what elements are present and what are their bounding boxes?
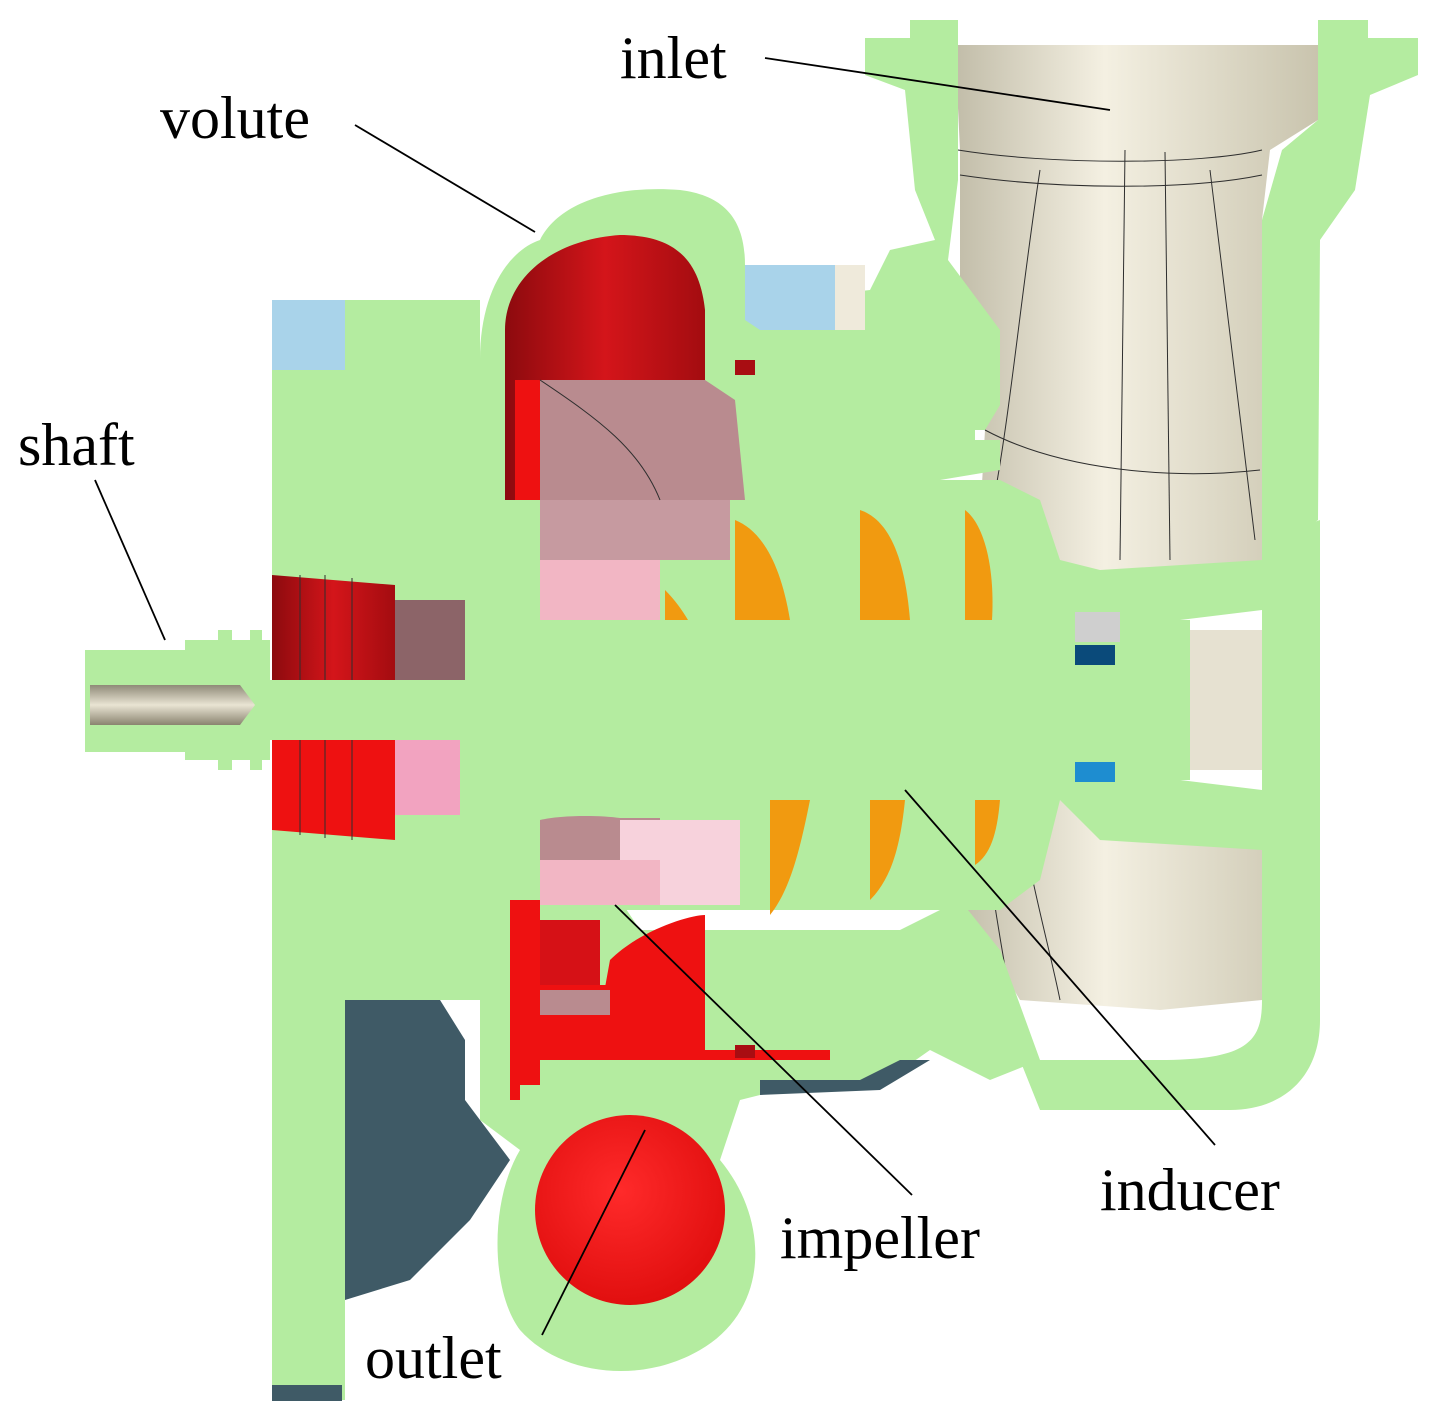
flange-blocks [272,265,865,370]
label-shaft: shaft [18,412,135,478]
inducer-lower-blades [770,800,1000,915]
labels: inlet volute shaft inducer impeller outl… [18,25,1280,1391]
impeller-upper [539,379,745,620]
bearing-housing [1075,612,1262,782]
leader-shaft [94,479,166,641]
shaft [85,620,1190,780]
label-outlet: outlet [365,1325,502,1391]
label-volute: volute [160,85,310,151]
seal-stack [272,575,465,840]
inducer-upper-blades [665,510,993,620]
impeller-lower [540,815,740,905]
label-inducer: inducer [1100,1157,1280,1223]
label-inlet: inlet [620,25,727,91]
leader-inlet [764,57,1111,111]
volute-lower-chamber [510,900,830,1100]
leader-volute [354,124,536,233]
pump-base [272,1000,930,1401]
leader-impeller [614,904,913,1196]
leader-outlet [541,1129,646,1336]
label-impeller: impeller [780,1205,980,1271]
outlet-port [535,1115,725,1305]
leader-lines [94,57,1216,1336]
leader-inducer [904,789,1216,1146]
